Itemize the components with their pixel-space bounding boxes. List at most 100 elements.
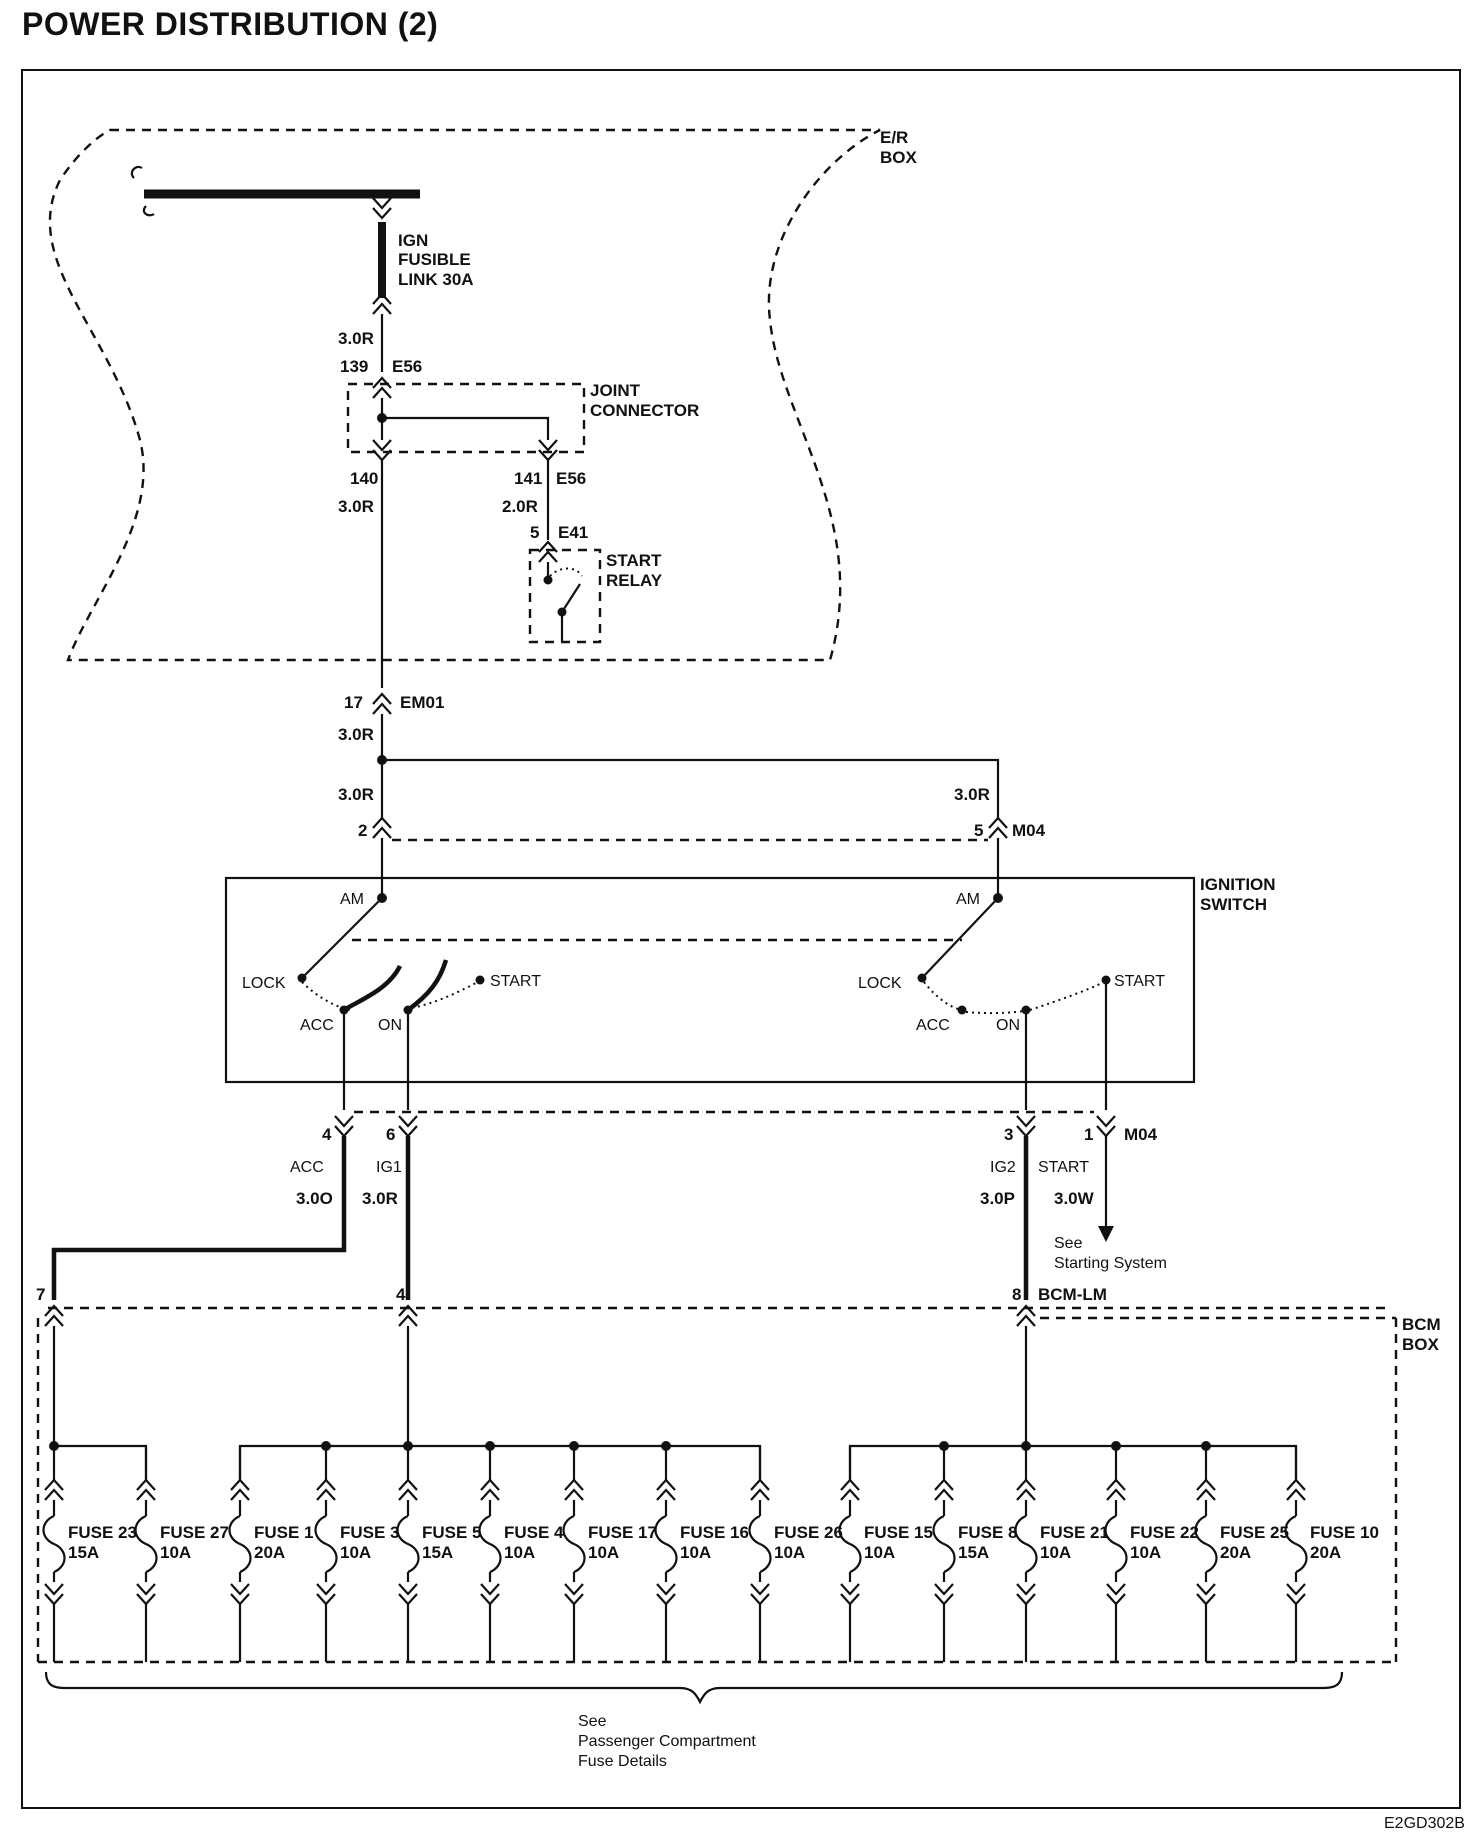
start-label-left: START <box>490 973 541 990</box>
joint-connector-label-2: CONNECTOR <box>590 401 699 420</box>
ignition-switch-label-1: IGNITION <box>1200 875 1276 894</box>
pin-17: 17 <box>344 693 363 712</box>
bcm-pin-8: 8 <box>1012 1285 1021 1304</box>
switch-outputs: 4 6 3 1 M04 ACC IG1 IG2 START 3.0O 3.0R … <box>51 1110 1167 1300</box>
fuse-rating: 10A <box>774 1543 805 1562</box>
acc-label-right: ACC <box>916 1017 950 1034</box>
wire-3.0r-ig1: 3.0R <box>362 1189 398 1208</box>
fuse-name: FUSE 25 <box>1220 1523 1289 1542</box>
fuse-name: FUSE 4 <box>504 1523 564 1542</box>
fuse-rating: 15A <box>958 1543 989 1562</box>
diagram-code: E2GD302B <box>1384 1815 1465 1832</box>
fuse-element <box>134 1514 158 1574</box>
wire-3.0r-e: 3.0R <box>954 785 990 804</box>
fuse-name: FUSE 22 <box>1130 1523 1199 1542</box>
main-feed: 17 EM01 3.0R 3.0R 3.0R 2 5 M04 <box>338 460 1046 898</box>
fuse-rating: 10A <box>340 1543 371 1562</box>
pin-2: 2 <box>358 821 367 840</box>
conn-m04-a: M04 <box>1012 821 1046 840</box>
am-label-left: AM <box>340 891 364 908</box>
conn-em01: EM01 <box>400 693 444 712</box>
bcm-pin-7: 7 <box>36 1285 45 1304</box>
on-label-left: ON <box>378 1017 402 1034</box>
fuse-rating: 10A <box>1130 1543 1161 1562</box>
bcm-pin-4: 4 <box>396 1285 406 1304</box>
er-box: E/R BOX <box>48 128 918 662</box>
acc-label-left: ACC <box>300 1017 334 1034</box>
pin-6-m04: 6 <box>386 1125 395 1144</box>
pin-139: 139 <box>340 357 368 376</box>
start-relay-label-1: START <box>606 551 662 570</box>
fuse-element <box>1014 1514 1038 1574</box>
wire-3.0o: 3.0O <box>296 1189 333 1208</box>
diagram-frame <box>21 69 1461 1809</box>
joint-connector-label-1: JOINT <box>590 381 641 400</box>
ignition-switch: IGNITION SWITCH AM LOCK START ACC ON AM … <box>224 875 1276 1110</box>
joint-connector-section: 3.0R 139 E56 JOINT CONNECTOR 140 3.0R 14… <box>338 314 699 516</box>
fuse-note-2: Passenger Compartment <box>578 1733 756 1750</box>
pin-5-e41: 5 <box>530 523 539 542</box>
wire-3.0r-c: 3.0R <box>338 725 374 744</box>
bcm-box-label-2: BOX <box>1402 1335 1440 1354</box>
fuse-rating: 15A <box>68 1543 99 1562</box>
on-label-right: ON <box>996 1017 1020 1034</box>
fuse-rating: 20A <box>1310 1543 1341 1562</box>
conn-e56-a: E56 <box>392 357 422 376</box>
fuse-name: FUSE 16 <box>680 1523 749 1542</box>
fuse-element <box>228 1514 252 1574</box>
fuse-note-3: Fuse Details <box>578 1753 667 1770</box>
er-box-label-2: BOX <box>880 148 918 167</box>
ig2-circuit-label: IG2 <box>990 1159 1016 1176</box>
fusible-link-label-3: LINK 30A <box>398 270 474 289</box>
am-label-right: AM <box>956 891 980 908</box>
bcm-box-label-1: BCM <box>1402 1315 1441 1334</box>
fuse-name: FUSE 15 <box>864 1523 933 1542</box>
conn-e41: E41 <box>558 523 588 542</box>
fuse-name: FUSE 26 <box>774 1523 843 1542</box>
start-relay: 5 E41 START RELAY <box>528 460 663 644</box>
fuse-rating: 10A <box>588 1543 619 1562</box>
wire-2.0r: 2.0R <box>502 497 538 516</box>
fuse-name: FUSE 8 <box>958 1523 1018 1542</box>
fuse-rating: 10A <box>680 1543 711 1562</box>
fuse-name: FUSE 1 <box>254 1523 314 1542</box>
fuse-rating: 10A <box>1040 1543 1071 1562</box>
fuse-rating: 10A <box>504 1543 535 1562</box>
ign-fusible-link: IGN FUSIBLE LINK 30A <box>130 165 474 315</box>
fuse-rating: 20A <box>254 1543 285 1562</box>
fuse-element <box>1284 1514 1308 1574</box>
fuse-element <box>478 1514 502 1574</box>
pin-3-m04: 3 <box>1004 1125 1013 1144</box>
bcm-box: BCM BOX 7 4 8 BCM-LM <box>36 1285 1441 1664</box>
fuse-note-1: See <box>578 1713 607 1730</box>
fuse-rating: 20A <box>1220 1543 1251 1562</box>
start-relay-label-2: RELAY <box>606 571 663 590</box>
conn-e56-b: E56 <box>556 469 586 488</box>
fusible-link-label-2: FUSIBLE <box>398 250 471 269</box>
conn-m04-b: M04 <box>1124 1125 1158 1144</box>
fuse-element <box>654 1514 678 1574</box>
start-label-right: START <box>1114 973 1165 990</box>
fuse-element <box>562 1514 586 1574</box>
see-starting-1: See <box>1054 1235 1083 1252</box>
pin-5-m04: 5 <box>974 821 983 840</box>
fuse-name: FUSE 3 <box>340 1523 400 1542</box>
fuse-element <box>1104 1514 1128 1574</box>
fuse-rating: 10A <box>160 1543 191 1562</box>
fuse-element <box>396 1514 420 1574</box>
start-circuit-label: START <box>1038 1159 1089 1176</box>
ignition-switch-label-2: SWITCH <box>1200 895 1267 914</box>
see-starting-2: Starting System <box>1054 1255 1167 1272</box>
